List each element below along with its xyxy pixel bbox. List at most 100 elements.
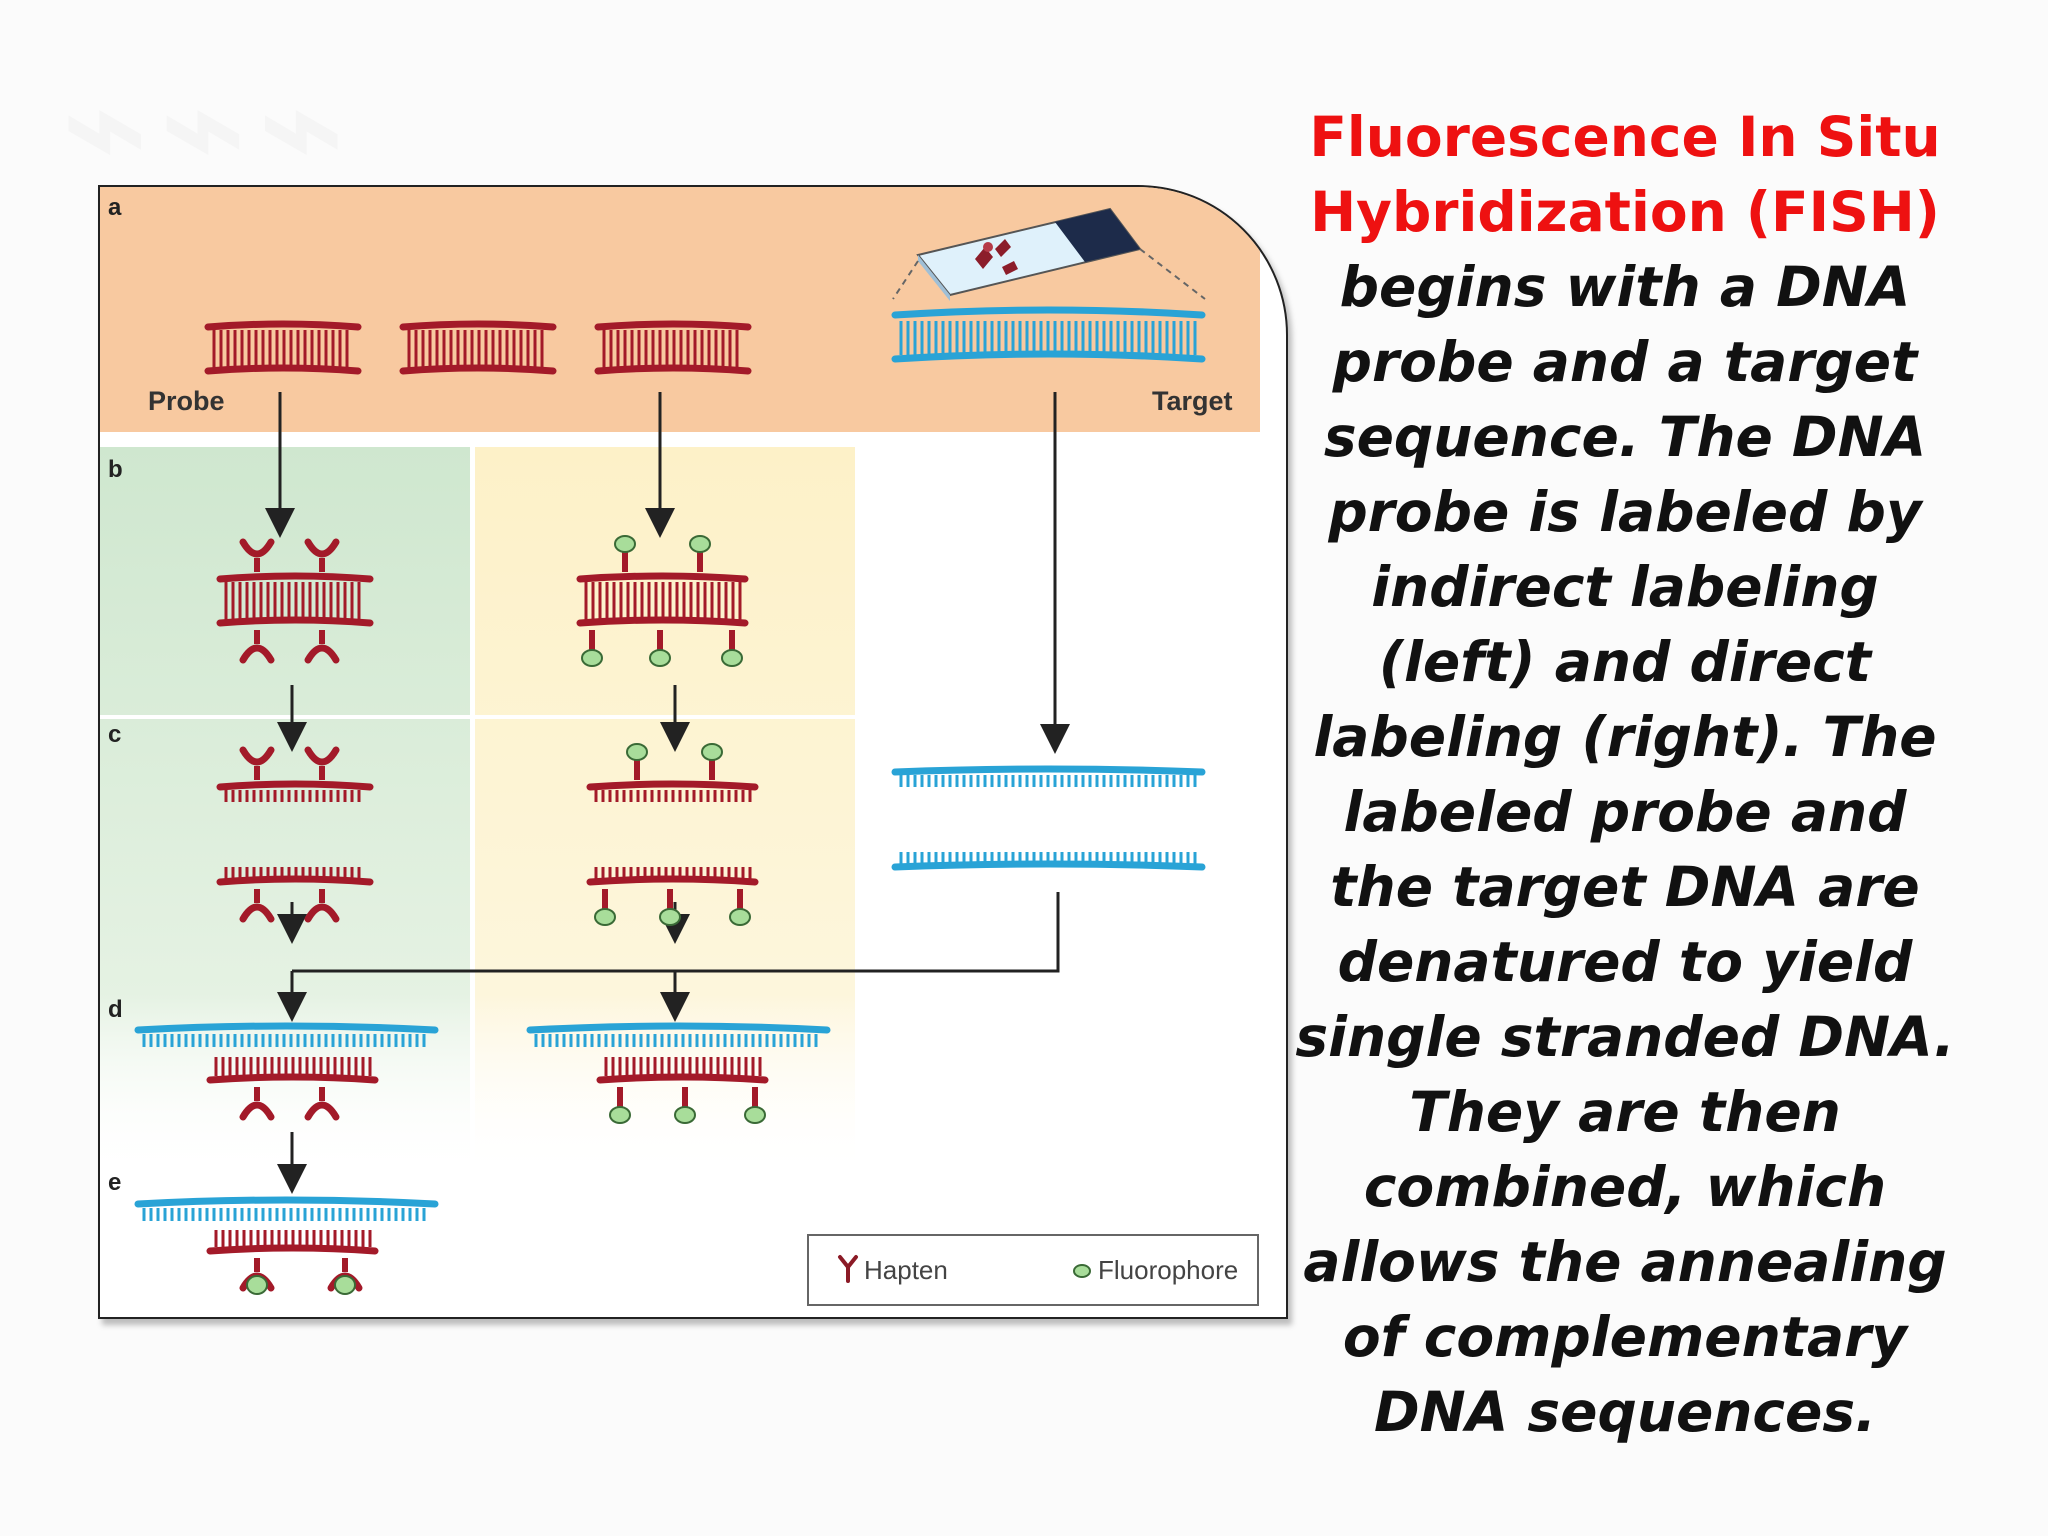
fluorophore-icon [744, 1106, 766, 1124]
hapten-legend-icon [838, 1255, 858, 1283]
indirect-labeled-probe [216, 538, 374, 664]
base-pairs [594, 790, 752, 802]
probe-strand-top [216, 780, 374, 791]
hapten-icon [239, 746, 275, 766]
fluorophore-icon [614, 535, 636, 553]
base-pairs [224, 867, 361, 879]
probe-strand-top [216, 572, 374, 583]
fluorophore-icon [729, 908, 751, 926]
target-label: Target [1152, 386, 1233, 416]
base-pairs [899, 852, 1197, 864]
fluorophore-icon [721, 649, 743, 667]
process-arrows [265, 392, 1070, 1194]
direct-hybrid [526, 1022, 831, 1124]
probe-strand-top [576, 572, 749, 583]
fluorophore-icon [701, 743, 723, 761]
fish-diagram: a b c d e Probe Target [98, 185, 1288, 1319]
indirect-single-strands [216, 746, 374, 923]
panel-letter-a: a [108, 194, 122, 221]
probe-strand-bottom [216, 616, 374, 627]
legend-fluorophore-label: Fluorophore [1098, 1255, 1238, 1285]
fluorophore-icon [649, 649, 671, 667]
base-pairs [142, 1034, 426, 1047]
direct-labeling-background [475, 447, 855, 1177]
probe-strand-bottom [399, 364, 557, 375]
probe-label: Probe [148, 386, 225, 416]
fluorophore-icon [581, 649, 603, 667]
base-pairs [899, 321, 1197, 355]
probe-duplex-3 [594, 320, 752, 375]
hapten-icon [239, 903, 275, 923]
target-strand-top [891, 306, 1206, 319]
base-pairs [142, 1208, 426, 1221]
base-pairs [899, 775, 1197, 787]
base-pairs [214, 1057, 372, 1076]
probe-strand-top [586, 780, 759, 791]
fluorophore-icon [674, 1106, 696, 1124]
probe-strand-top [204, 320, 362, 331]
target-strand [134, 1022, 439, 1034]
panel-letter-b: b [108, 456, 123, 483]
hapten-icon [239, 1101, 275, 1121]
probe-strand-bottom [204, 364, 362, 375]
panel-letter-c: c [108, 721, 121, 748]
panel-letter-e: e [108, 1169, 121, 1196]
target-strand-top [891, 765, 1206, 776]
probe-strand [206, 1244, 379, 1255]
legend-hapten-label: Hapten [864, 1255, 948, 1285]
hapten-icon [304, 1101, 340, 1121]
hapten-icon [304, 903, 340, 923]
base-pairs [224, 790, 361, 802]
hapten-icon [304, 746, 340, 766]
target-strand [526, 1022, 831, 1034]
base-pairs [584, 582, 742, 620]
fluorophore-icon [659, 908, 681, 926]
base-pairs [594, 867, 752, 879]
base-pairs [212, 330, 349, 368]
probe-strand-bottom [216, 875, 374, 886]
target-strand-bottom [891, 860, 1206, 871]
fluorophore-icon [334, 1275, 356, 1295]
fluorophore-icon [626, 743, 648, 761]
indirect-hybrid [134, 1022, 439, 1121]
target-single-strands [891, 765, 1206, 871]
base-pairs [224, 582, 361, 620]
probe-duplex-2 [399, 320, 557, 375]
probe-strand [596, 1073, 769, 1084]
microscope-slide-icon [892, 207, 1206, 301]
caption-title: Fluorescence In Situ Hybridization (FISH… [1309, 105, 1941, 244]
probe-duplex-1 [204, 320, 362, 375]
base-pairs [602, 330, 739, 368]
indirect-detected-hybrid [134, 1196, 439, 1295]
target-strand [134, 1196, 439, 1208]
fluorophore-icon [609, 1106, 631, 1124]
base-pairs [604, 1057, 762, 1076]
indirect-labeling-background [100, 447, 470, 1177]
dna-layer [134, 306, 1206, 1295]
probe-strand-top [399, 320, 557, 331]
fluorophore-icon [689, 535, 711, 553]
probe-strand [206, 1073, 379, 1084]
fish-diagram-svg: a b c d e Probe Target [100, 187, 1260, 1306]
panel-letter-d: d [108, 996, 123, 1023]
caption: Fluorescence In Situ Hybridization (FISH… [1290, 100, 1960, 1450]
base-pairs [407, 330, 544, 368]
direct-single-strands [586, 743, 759, 926]
hapten-icon [239, 538, 275, 558]
probe-strand-bottom [594, 364, 752, 375]
probe-strand-bottom [576, 616, 749, 627]
legend: Hapten Fluorophore [807, 1234, 1259, 1306]
probe-strand-bottom [586, 875, 759, 886]
fluorophore-icon [246, 1275, 268, 1295]
direct-labeled-probe [576, 535, 749, 667]
fluorophore-icon [594, 908, 616, 926]
fluorophore-legend-icon [1073, 1264, 1091, 1278]
base-pairs [214, 1230, 372, 1247]
base-pairs [534, 1034, 818, 1047]
hapten-icon [239, 644, 275, 664]
hapten-icon [304, 644, 340, 664]
caption-body: begins with a DNA probe and a target seq… [1295, 255, 1955, 1444]
probe-strand-top [594, 320, 752, 331]
target-duplex [891, 306, 1206, 363]
hapten-icon [304, 538, 340, 558]
